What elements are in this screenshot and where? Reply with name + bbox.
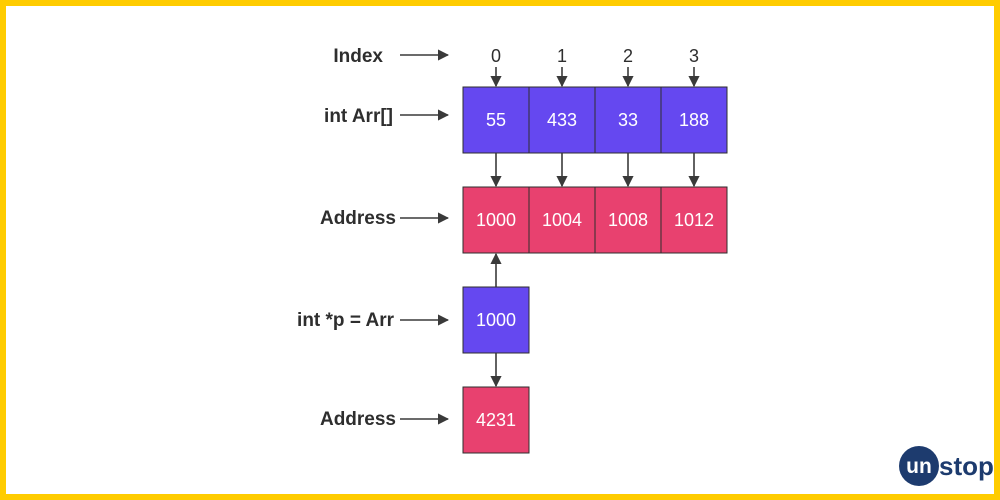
index-1: 1 — [557, 46, 567, 66]
unstop-logo: un stop — [899, 446, 994, 486]
pointer-address-cell — [462, 386, 530, 454]
pointer-address-value: 4231 — [476, 410, 516, 430]
array-label: int Arr[] — [324, 106, 393, 127]
address-cell-3 — [660, 186, 728, 254]
logo-suffix: stop — [939, 451, 994, 481]
address-value-1: 1004 — [542, 210, 582, 230]
index-label: Index — [333, 46, 383, 67]
address-cell-1 — [528, 186, 596, 254]
pointer-address-label: Address — [320, 409, 396, 430]
pointer-cell — [462, 286, 530, 354]
index-row: 0 1 2 3 — [491, 46, 699, 66]
array-value-0: 55 — [486, 110, 506, 130]
logo-circle — [899, 446, 939, 486]
address-label: Address — [320, 208, 396, 229]
array-to-address-arrows — [490, 153, 700, 188]
address-row: 1000 1004 1008 1012 — [462, 186, 728, 254]
index-2: 2 — [623, 46, 633, 66]
address-value-3: 1012 — [674, 210, 714, 230]
index-3: 3 — [689, 46, 699, 66]
index-0: 0 — [491, 46, 501, 66]
address-value-2: 1008 — [608, 210, 648, 230]
array-value-1: 433 — [547, 110, 577, 130]
pointer-label: int *p = Arr — [297, 310, 395, 331]
index-to-array-arrows — [490, 67, 700, 88]
logo-prefix: un — [906, 455, 932, 478]
address-value-0: 1000 — [476, 210, 516, 230]
pointer-value: 1000 — [476, 310, 516, 330]
label-arrows — [400, 49, 450, 425]
array-value-2: 33 — [618, 110, 638, 130]
array-value-3: 188 — [679, 110, 709, 130]
array-row: 55 433 33 188 — [462, 86, 728, 154]
